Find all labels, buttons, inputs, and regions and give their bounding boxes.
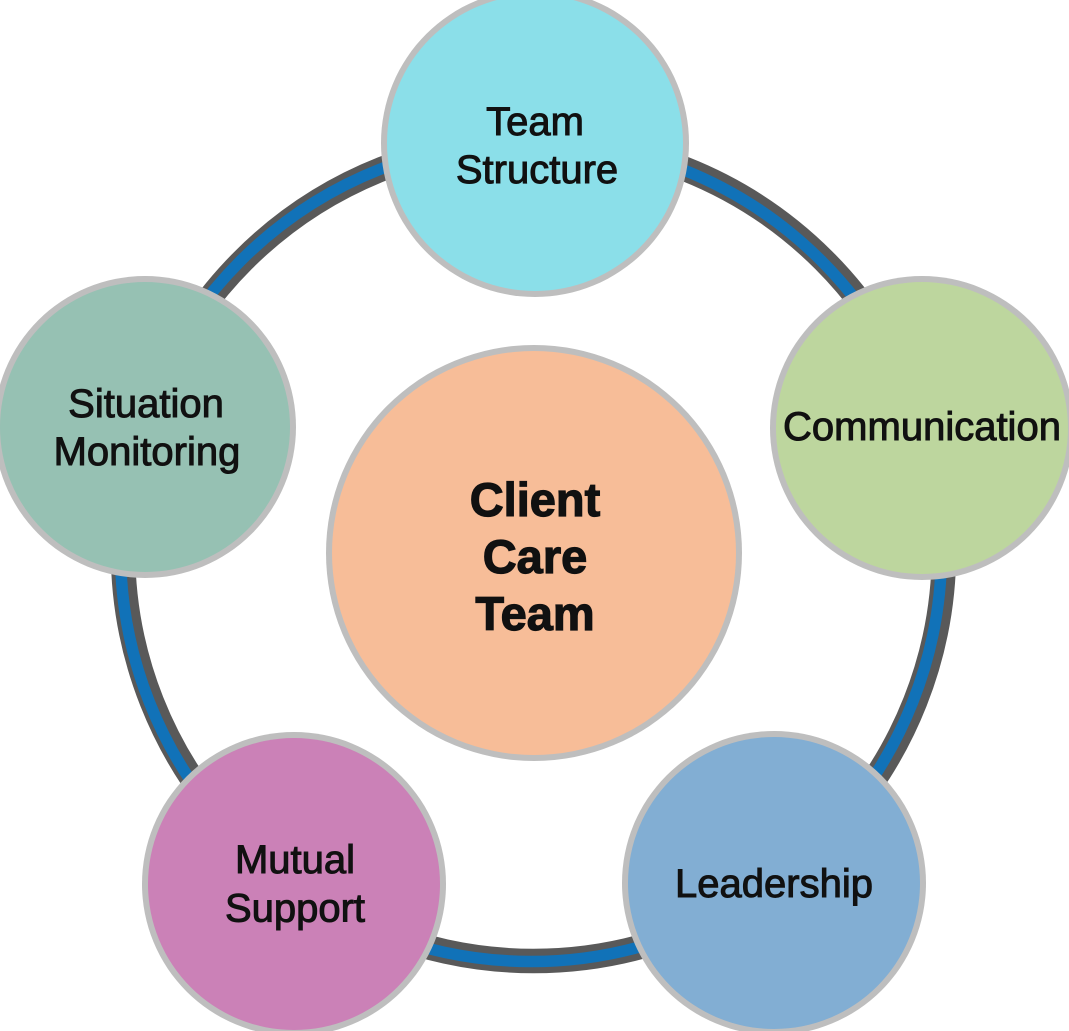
svg-text:Structure: Structure: [456, 148, 618, 192]
svg-text:Support: Support: [225, 887, 365, 931]
svg-text:Communication: Communication: [783, 405, 1061, 449]
svg-text:Monitoring: Monitoring: [54, 430, 241, 474]
svg-text:Situation: Situation: [68, 382, 224, 426]
svg-text:Leadership: Leadership: [675, 862, 873, 906]
svg-text:Team: Team: [475, 587, 594, 640]
svg-text:Mutual: Mutual: [235, 838, 355, 882]
svg-text:Care: Care: [483, 530, 588, 583]
svg-text:Client: Client: [470, 473, 601, 526]
svg-text:Team: Team: [486, 100, 584, 144]
